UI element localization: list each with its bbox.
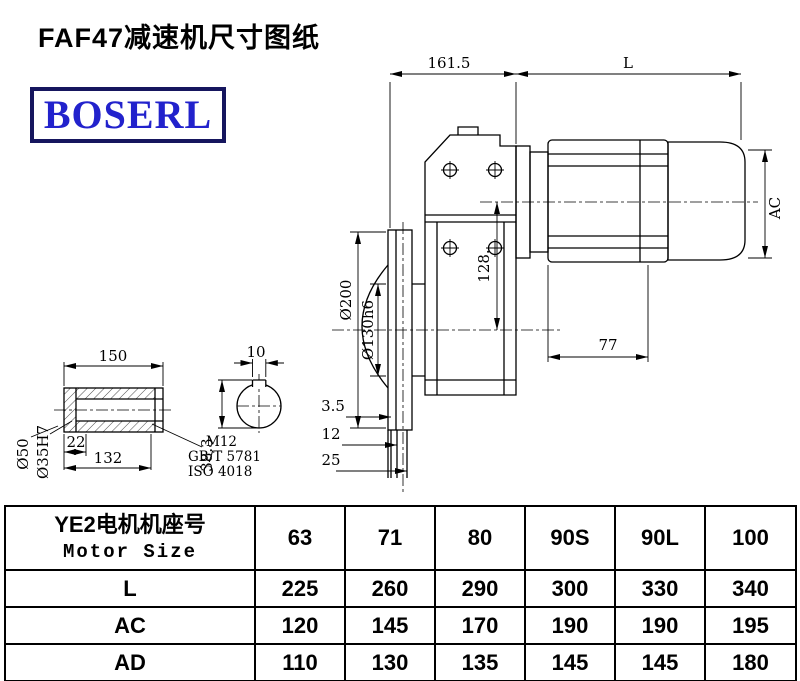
dim-value-cell: 110 <box>254 643 346 681</box>
note-gb-standard: GB/T 5781 <box>188 449 261 465</box>
dim-flange-od: Ø200 <box>337 280 355 321</box>
dim-value-cell: 135 <box>434 643 526 681</box>
dim-row-label: AD <box>4 643 256 681</box>
size-col-header: 63 <box>254 505 346 571</box>
table-row: AC 120 145 170 190 190 195 <box>4 606 797 645</box>
table-row: L 225 260 290 300 330 340 <box>4 569 797 608</box>
dim-value-cell: 130 <box>344 643 436 681</box>
dim-22: 22 <box>66 433 85 451</box>
table-header-row: YE2电机机座号 Motor Size 63 71 80 90S 90L 100 <box>4 505 797 571</box>
note-iso-standard: ISO 4018 <box>188 464 252 480</box>
dim-3-5: 3.5 <box>321 397 345 415</box>
dim-12: 12 <box>321 425 340 443</box>
size-col-header: 90S <box>524 505 616 571</box>
size-col-header: 71 <box>344 505 436 571</box>
dim-value-cell: 195 <box>704 606 797 645</box>
boserl-logo-text: BOSERL <box>43 92 213 137</box>
dim-value-cell: 300 <box>524 569 616 608</box>
motor <box>515 139 746 263</box>
note-m12: M12 <box>206 434 237 450</box>
gearbox-housing <box>424 126 517 396</box>
dim-value-cell: 260 <box>344 569 436 608</box>
dim-150: 150 <box>99 347 128 365</box>
boserl-logo: BOSERL <box>30 87 226 143</box>
dim-value-cell: 145 <box>614 643 706 681</box>
keyway-section-detail <box>236 379 282 429</box>
header-en: Motor Size <box>62 540 198 563</box>
dim-row-label: L <box>4 569 256 608</box>
hollow-shaft-detail <box>30 387 203 448</box>
motor-size-table: YE2电机机座号 Motor Size 63 71 80 90S 90L 100… <box>4 505 797 681</box>
dim-motor-ac: AC <box>766 197 784 220</box>
center-lines <box>54 201 758 494</box>
page-title: FAF47减速机尺寸图纸 <box>38 23 321 53</box>
dim-10: 10 <box>246 343 265 361</box>
dim-value-cell: 145 <box>344 606 436 645</box>
dim-128: 128. <box>475 249 493 282</box>
dim-38-3: 38.3 <box>198 438 216 471</box>
dim-value-cell: 145 <box>524 643 616 681</box>
dim-value-cell: 225 <box>254 569 346 608</box>
dim-value-cell: 170 <box>434 606 526 645</box>
dim-value-cell: 340 <box>704 569 797 608</box>
dim-value-cell: 190 <box>614 606 706 645</box>
dimension-lines: 161.5 L AC Ø200 Ø130h6 128. 77 3.5 12 <box>14 54 784 480</box>
size-col-header: 80 <box>434 505 526 571</box>
dim-value-cell: 180 <box>704 643 797 681</box>
size-col-header: 90L <box>614 505 706 571</box>
dim-25: 25 <box>321 451 340 469</box>
dim-161-5: 161.5 <box>428 54 471 72</box>
dim-shaft-od: Ø50 <box>14 438 32 469</box>
header-cn: YE2电机机座号 <box>54 512 206 538</box>
dim-value-cell: 120 <box>254 606 346 645</box>
dim-77: 77 <box>598 336 617 354</box>
dim-motor-length: L <box>623 54 633 72</box>
dim-row-label: AC <box>4 606 256 645</box>
table-row: AD 110 130 135 145 145 180 <box>4 643 797 681</box>
technical-drawing: 161.5 L AC Ø200 Ø130h6 128. 77 3.5 12 <box>14 54 784 494</box>
dim-132: 132 <box>94 449 123 467</box>
dim-value-cell: 190 <box>524 606 616 645</box>
size-col-header: 100 <box>704 505 797 571</box>
dim-spigot: Ø130h6 <box>359 300 377 360</box>
motor-size-header-cell: YE2电机机座号 Motor Size <box>4 505 256 571</box>
dim-value-cell: 330 <box>614 569 706 608</box>
dim-bore: Ø35H7 <box>34 425 52 479</box>
dim-value-cell: 290 <box>434 569 526 608</box>
